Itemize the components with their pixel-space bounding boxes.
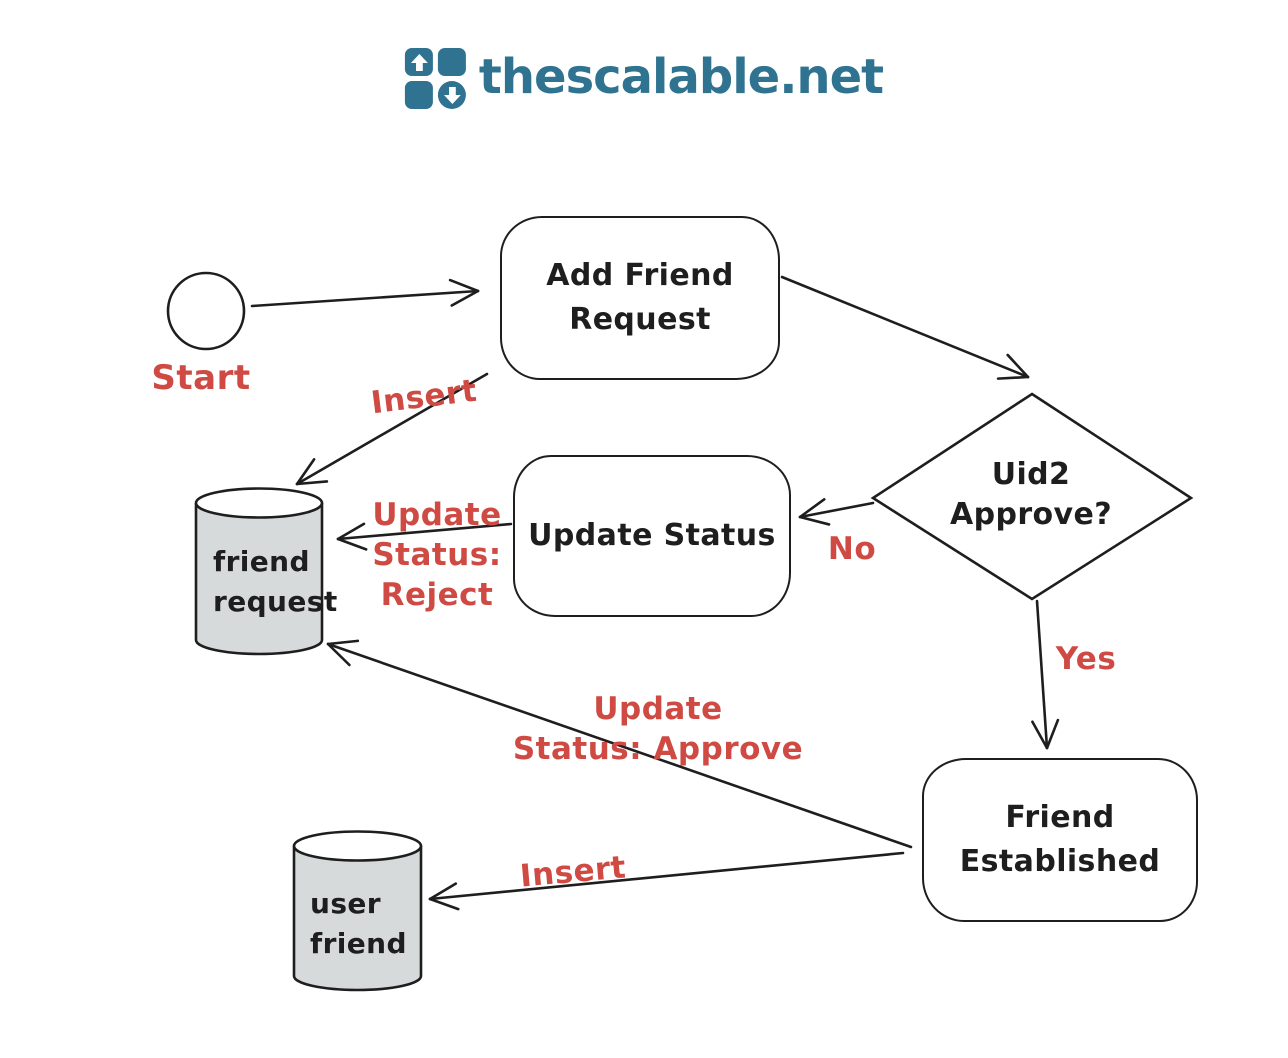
friend-request-db-cylinder (194, 487, 324, 656)
node-label-line: Established (959, 844, 1161, 879)
db-label-line: friend (213, 545, 310, 578)
start-label: Start (151, 358, 251, 398)
flow-arrow-line (780, 275, 1030, 379)
db-label-line: friend (310, 927, 407, 960)
flow-arrow-line (326, 642, 351, 667)
node-label-line: Request (569, 302, 711, 337)
update-status-approve-label: Update Status: Approve (513, 689, 803, 769)
flow-arrow-line (996, 375, 1030, 380)
edge-label-line: Update (372, 497, 502, 533)
flow-arrow-line (336, 522, 513, 541)
flow-arrow-line (798, 501, 875, 519)
node-friend-established: Friend Established (922, 758, 1198, 922)
decision-label-line: Approve? (949, 497, 1113, 532)
flow-arrow-line (336, 522, 366, 541)
decision-label: Uid2 Approve? (950, 455, 1112, 535)
flow-arrow-line (295, 480, 329, 486)
cylinder-body (194, 503, 324, 656)
db-label-line: request (213, 585, 338, 618)
flow-arrow-line (1045, 718, 1060, 750)
cylinder-top (292, 830, 423, 862)
flow-arrow-line (326, 642, 913, 849)
edge-label-line: Status: Approve (512, 731, 804, 767)
flow-arrow-line (336, 537, 368, 551)
flow-arrow-line (1006, 353, 1030, 379)
flow-arrow-line (428, 897, 460, 911)
friend-request-db-label: friend request (213, 542, 338, 622)
solid-tile-icon (437, 48, 466, 76)
edge-layer (250, 275, 1060, 911)
site-logo: thescalable.net (404, 48, 884, 109)
decision-label-line: Uid2 (991, 457, 1071, 492)
up-arrow-tile-icon (404, 48, 433, 76)
up-arrow-icon (410, 53, 428, 71)
flow-arrow-line (798, 498, 826, 519)
edge-label-line: Status: (372, 537, 502, 573)
flow-arrow-line (295, 458, 316, 486)
start-node-circle (166, 271, 246, 351)
update-status-reject-label: Update Status: Reject (372, 495, 501, 615)
flow-arrow-line (326, 639, 360, 646)
edge-label-line: Update (593, 691, 723, 727)
yes-label: Yes (1055, 641, 1117, 677)
node-label-line: Friend (1005, 800, 1115, 835)
down-arrow-icon (443, 86, 461, 104)
user-friend-db-label: user friend (310, 884, 407, 964)
node-update-status: Update Status (513, 455, 791, 617)
edge-label-line: Reject (380, 577, 494, 613)
flow-arrow-line (428, 882, 458, 901)
cylinder-body (292, 846, 423, 992)
flow-arrow-line (798, 515, 831, 526)
logo-text: thescalable.net (478, 48, 884, 105)
db-label-line: user (310, 887, 381, 920)
logo-grid-icon (404, 48, 466, 109)
node-label-line: Update Status (528, 518, 776, 553)
flow-arrow-line (250, 289, 480, 308)
cylinder-top (194, 487, 324, 519)
down-arrow-circle-icon (437, 81, 466, 109)
node-add-friend-request: Add Friend Request (500, 216, 780, 380)
no-label: No (827, 531, 877, 567)
user-friend-db-cylinder (292, 830, 423, 992)
flow-arrow-line (1031, 720, 1049, 750)
solid-tile-icon (404, 81, 433, 109)
decision-diamond (870, 392, 1194, 601)
flow-arrow-line (448, 278, 480, 293)
flow-arrow-line (428, 851, 905, 901)
flow-arrow-line (450, 289, 480, 307)
node-label-line: Add Friend (546, 258, 734, 293)
flow-arrow-line (295, 372, 489, 486)
flow-arrow-line (1035, 599, 1049, 750)
